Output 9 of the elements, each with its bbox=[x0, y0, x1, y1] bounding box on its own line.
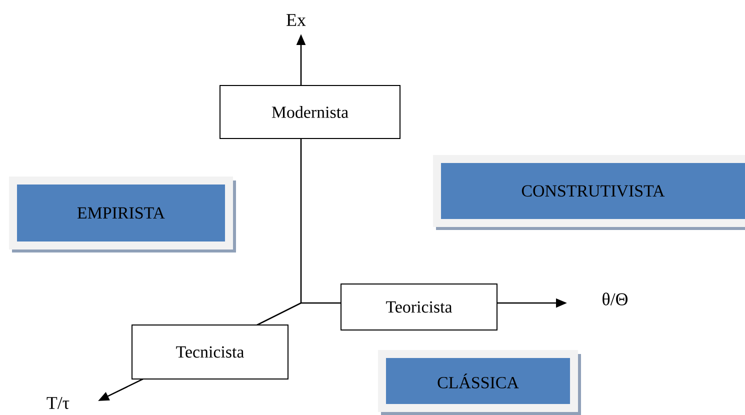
category-box: CLÁSSICA bbox=[378, 350, 581, 415]
axis-label: T/τ bbox=[46, 397, 70, 409]
axis-label: θ/Θ bbox=[602, 292, 628, 306]
axis-box: Teoricista bbox=[340, 284, 498, 330]
axis-box: Modernista bbox=[220, 85, 400, 139]
axis-box: Tecnicista bbox=[132, 324, 288, 380]
axis-label: Ex bbox=[286, 14, 306, 26]
category-box: CONSTRUTIVISTA bbox=[433, 155, 745, 230]
category-box: EMPIRISTA bbox=[9, 176, 236, 252]
